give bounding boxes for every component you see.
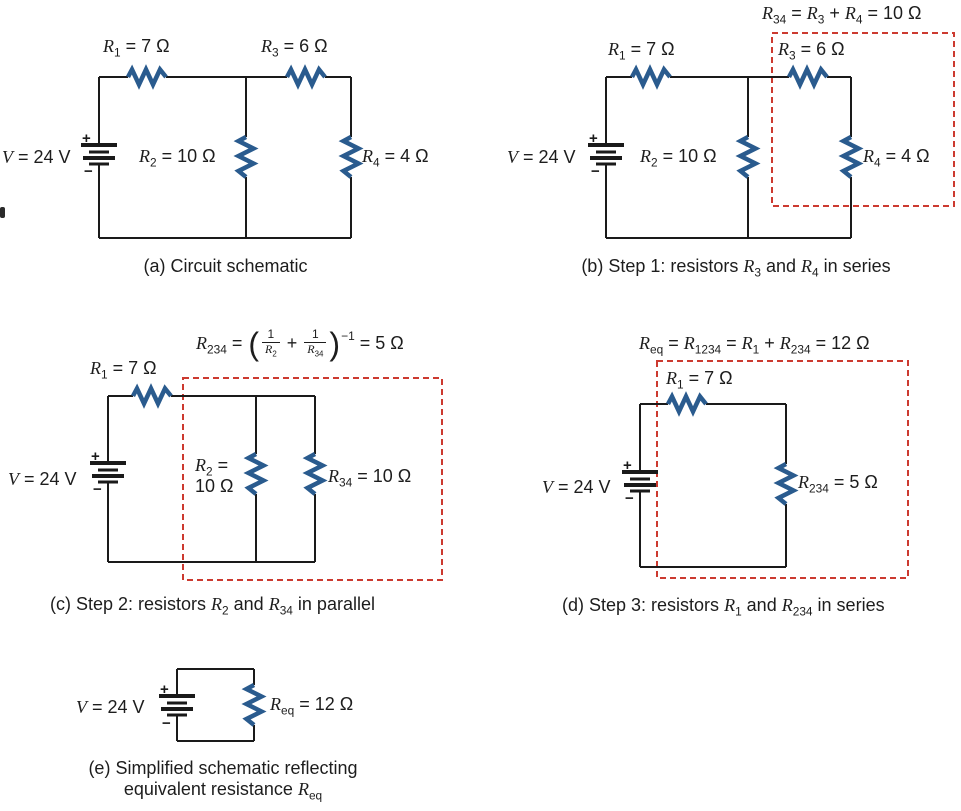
battery-a-short-plates	[89, 150, 109, 166]
battery-minus-e: −	[162, 715, 171, 732]
resistor-r234-d-icon	[773, 462, 799, 506]
panel-d-circuit	[622, 360, 909, 579]
resistor-r3-b-icon	[787, 64, 829, 90]
resistor-r2-a-icon	[233, 135, 259, 179]
panel-b-circuit	[588, 32, 955, 239]
label-r34-c: R34 = 10 Ω	[328, 466, 412, 490]
wires-b	[605, 76, 852, 239]
label-r3-a: R3 = 6 Ω	[261, 36, 328, 60]
battery-plus-b: +	[589, 130, 598, 147]
wires-c	[107, 395, 316, 563]
caption-d: (d) Step 3: resistors R1 and R234 in ser…	[562, 595, 885, 619]
battery-d-long-plates	[622, 470, 658, 487]
series-highlight-box-b	[771, 32, 955, 207]
label-r2-b: R2 = 10 Ω	[640, 146, 717, 170]
resistor-r1-b-icon	[630, 64, 672, 90]
wires-d	[639, 403, 787, 568]
resistor-r4-a-icon	[338, 135, 364, 179]
edge-artifact	[0, 207, 5, 218]
formula-r34-b: R34 = R3 + R4 = 10 Ω	[762, 3, 922, 27]
wires-e	[176, 668, 255, 742]
resistor-r1-a-icon	[126, 64, 168, 90]
battery-a-long-plates	[81, 143, 117, 160]
battery-e-long-plates	[159, 694, 195, 711]
battery-plus-d: +	[623, 457, 632, 474]
resistor-r3-a-icon	[285, 64, 327, 90]
battery-plus-a: +	[82, 130, 91, 147]
panel-a-circuit	[81, 64, 364, 239]
panel-e-circuit	[159, 668, 267, 742]
parallel-highlight-box-c	[182, 377, 443, 581]
battery-b-short-plates	[596, 150, 616, 166]
resistor-r2-b-icon	[735, 135, 761, 179]
label-voltage-c: V = 24 V	[8, 469, 77, 489]
label-voltage-d: V = 24 V	[542, 477, 611, 497]
series-highlight-box-d	[656, 360, 909, 579]
resistor-r1-d-icon	[666, 391, 708, 417]
battery-e-short-plates	[167, 701, 187, 717]
battery-c-short-plates	[98, 468, 118, 484]
label-r4-a: R4 = 4 Ω	[362, 146, 429, 170]
label-req-e: Req = 12 Ω	[270, 694, 354, 718]
label-voltage-a: V = 24 V	[2, 147, 71, 167]
resistor-r1-c-icon	[131, 383, 173, 409]
resistor-r4-b-icon	[838, 135, 864, 179]
battery-plus-e: +	[160, 681, 169, 698]
formula-req-d: Req = R1234 = R1 + R234 = 12 Ω	[639, 333, 870, 357]
wires-a	[98, 76, 352, 239]
caption-c: (c) Step 2: resistors R2 and R34 in para…	[50, 594, 375, 618]
resistor-r2-c-icon	[243, 452, 269, 496]
label-r2-a: R2 = 10 Ω	[139, 146, 216, 170]
label-r1-a: R1 = 7 Ω	[103, 36, 170, 60]
battery-minus-a: −	[84, 163, 93, 180]
caption-b: (b) Step 1: resistors R3 and R4 in serie…	[581, 256, 891, 280]
resistor-req-e-icon	[241, 683, 267, 727]
label-r1-d: R1 = 7 Ω	[666, 368, 733, 392]
label-r4-b: R4 = 4 Ω	[863, 146, 930, 170]
battery-d-short-plates	[630, 477, 650, 493]
label-r2-c: R2 =10 Ω	[195, 455, 234, 496]
battery-b-long-plates	[588, 143, 624, 160]
battery-minus-d: −	[625, 490, 634, 507]
battery-minus-c: −	[93, 481, 102, 498]
label-voltage-b: V = 24 V	[507, 147, 576, 167]
resistor-r34-c-icon	[302, 452, 328, 496]
label-voltage-e: V = 24 V	[76, 697, 145, 717]
panel-c-circuit	[90, 377, 443, 581]
battery-plus-c: +	[91, 448, 100, 465]
battery-c-long-plates	[90, 461, 126, 478]
battery-minus-b: −	[591, 163, 600, 180]
label-r234-d: R234 = 5 Ω	[798, 472, 878, 496]
label-r1-c: R1 = 7 Ω	[90, 358, 157, 382]
label-r3-b: R3 = 6 Ω	[778, 39, 845, 63]
label-r1-b: R1 = 7 Ω	[608, 39, 675, 63]
caption-a: (a) Circuit schematic	[143, 256, 308, 276]
